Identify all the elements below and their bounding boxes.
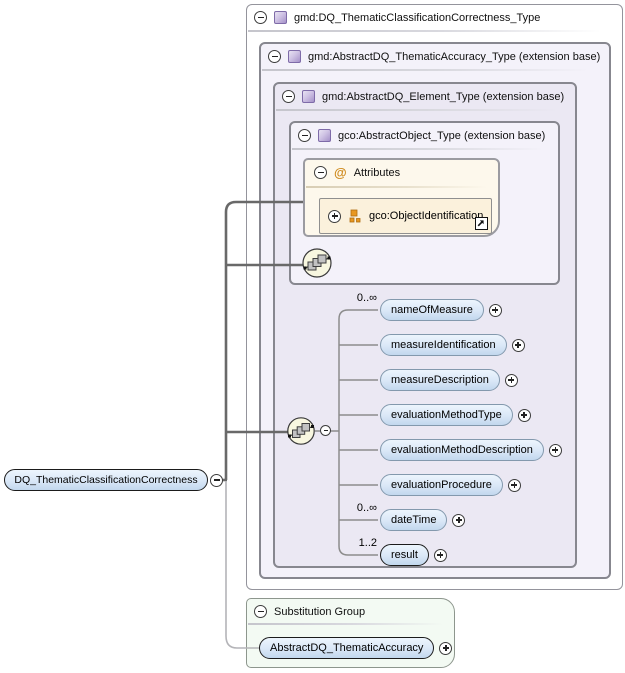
element-pill-evaluationmethodtype[interactable]: evaluationMethodType (380, 404, 513, 426)
collapse-icon[interactable] (320, 425, 331, 436)
element-pill-result[interactable]: result (380, 544, 429, 566)
expand-icon[interactable] (504, 373, 518, 387)
attributes-at-icon: @ (334, 165, 347, 180)
substitution-member-row: AbstractDQ_ThematicAccuracy (259, 637, 453, 659)
type-box-header: gmd:AbstractDQ_Element_Type (extension b… (282, 90, 564, 103)
substitution-group-label: Substitution Group (274, 605, 366, 618)
type-box-label: gmd:AbstractDQ_Element_Type (extension b… (322, 90, 565, 103)
element-row: evaluationProcedure (380, 474, 521, 496)
type-box-header: gmd:DQ_ThematicClassificationCorrectness… (254, 11, 540, 24)
substitution-group-header: Substitution Group (254, 605, 365, 618)
collapse-icon[interactable] (210, 473, 223, 487)
link-icon[interactable] (475, 217, 488, 230)
attribute-icon (349, 209, 361, 223)
cardinality-label: 0..∞ (356, 502, 377, 514)
attributes-label: Attributes (353, 166, 401, 179)
element-row: evaluationMethodType (380, 404, 531, 426)
element-pill-nameofmeasure[interactable]: nameOfMeasure (380, 299, 484, 321)
substitution-group-box: Substitution Group AbstractDQ_ThematicAc… (246, 598, 455, 668)
element-row: measureDescription (380, 369, 518, 391)
element-pill-evaluationprocedure[interactable]: evaluationProcedure (380, 474, 503, 496)
element-pill-measuredescription[interactable]: measureDescription (380, 369, 500, 391)
expand-icon[interactable] (452, 513, 466, 527)
element-pill-evaluationmethoddescription[interactable]: evaluationMethodDescription (380, 439, 544, 461)
expand-icon[interactable] (328, 209, 341, 223)
expand-icon[interactable] (433, 548, 447, 562)
expand-icon[interactable] (507, 478, 521, 492)
element-row: measureIdentification (380, 334, 525, 356)
type-box-label: gmd:AbstractDQ_ThematicAccuracy_Type (ex… (308, 50, 601, 63)
cardinality-label: 0..∞ (356, 292, 377, 304)
header-separator (248, 623, 443, 625)
type-box-label: gmd:DQ_ThematicClassificationCorrectness… (294, 11, 541, 24)
attributes-group-box: @ Attributes gco:ObjectIdentification (303, 158, 500, 237)
expand-icon[interactable] (439, 641, 453, 655)
complex-type-icon (318, 129, 331, 142)
cardinality-label: 1..2 (358, 537, 377, 549)
expand-icon[interactable] (517, 408, 531, 422)
element-row: dateTime (380, 509, 466, 531)
header-separator (306, 186, 488, 188)
header-separator (248, 30, 601, 32)
collapse-icon[interactable] (314, 166, 327, 179)
element-pill-abstractdq-thematicaccuracy[interactable]: AbstractDQ_ThematicAccuracy (259, 637, 435, 659)
complex-type-icon (302, 90, 315, 103)
attribute-gco-objectidentification[interactable]: gco:ObjectIdentification (319, 198, 492, 234)
collapse-icon[interactable] (268, 50, 281, 63)
complex-type-icon (288, 50, 301, 63)
type-box-header: gmd:AbstractDQ_ThematicAccuracy_Type (ex… (268, 50, 600, 63)
complex-type-icon (274, 11, 287, 24)
expand-icon[interactable] (488, 303, 502, 317)
type-box-label: gco:AbstractObject_Type (extension base) (338, 129, 546, 142)
header-separator (292, 148, 543, 150)
expand-icon[interactable] (511, 338, 525, 352)
type-box-header: gco:AbstractObject_Type (extension base) (298, 129, 545, 142)
attributes-header: @ Attributes (314, 166, 400, 179)
collapse-icon[interactable] (282, 90, 295, 103)
attribute-label: gco:ObjectIdentification (369, 210, 484, 222)
element-row: nameOfMeasure (380, 299, 502, 321)
expand-icon[interactable] (548, 443, 562, 457)
element-pill-datetime[interactable]: dateTime (380, 509, 448, 531)
collapse-icon[interactable] (254, 11, 267, 24)
collapse-icon[interactable] (254, 605, 267, 618)
root-element-row: DQ_ThematicClassificationCorrectness (4, 469, 223, 491)
header-separator (276, 109, 558, 111)
header-separator (262, 69, 590, 71)
element-pill-dq-thematicclassificationcorrectness[interactable]: DQ_ThematicClassificationCorrectness (4, 469, 208, 491)
collapse-icon[interactable] (298, 129, 311, 142)
element-pill-measureidentification[interactable]: measureIdentification (380, 334, 507, 356)
element-row: evaluationMethodDescription (380, 439, 562, 461)
element-row: result (380, 544, 447, 566)
